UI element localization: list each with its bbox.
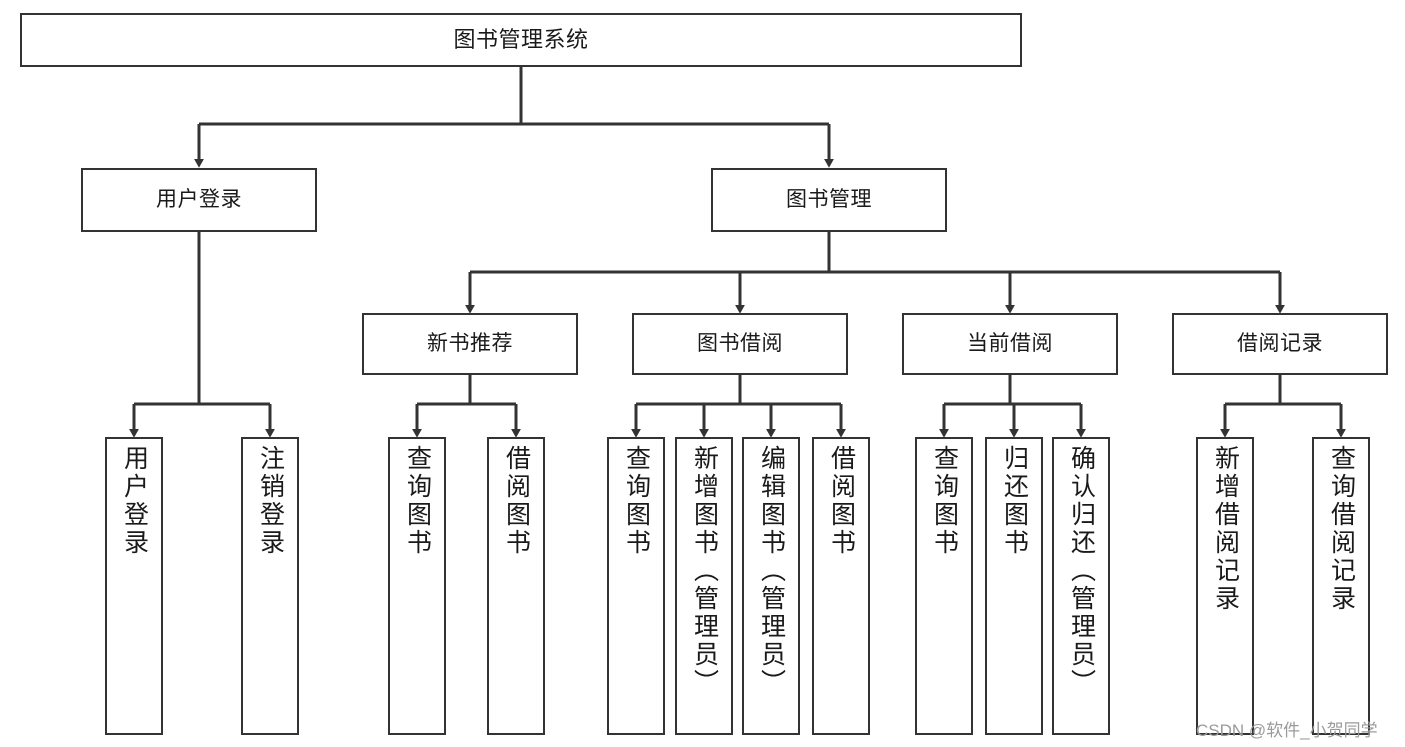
node-label: 确认归还（管理员） [1067,445,1096,697]
node-label: 查询图书 [403,445,432,557]
leaf-query-book-recommend[interactable]: 查询图书 [388,437,446,735]
node-new-book-recommend[interactable]: 新书推荐 [362,313,578,375]
node-label: 借阅图书 [502,445,531,557]
leaf-return-book[interactable]: 归还图书 [985,437,1043,735]
node-label: 图书借阅 [697,331,783,355]
leaf-query-borrow-record[interactable]: 查询借阅记录 [1312,437,1370,735]
node-label: 新增借阅记录 [1211,445,1240,613]
node-label: 归还图书 [1000,445,1029,557]
node-label: 查询图书 [930,445,959,557]
node-label: 借阅记录 [1237,331,1323,355]
leaf-add-borrow-record[interactable]: 新增借阅记录 [1196,437,1254,735]
leaf-borrow-book[interactable]: 借阅图书 [812,437,870,735]
node-book-borrow[interactable]: 图书借阅 [632,313,848,375]
node-label: 图书管理系统 [453,27,589,53]
node-user-login[interactable]: 用户登录 [81,168,317,232]
leaf-edit-book-admin[interactable]: 编辑图书（管理员） [742,437,800,735]
leaf-query-book-current[interactable]: 查询图书 [915,437,973,735]
leaf-add-book-admin[interactable]: 新增图书（管理员） [675,437,733,735]
node-label: 注销登录 [256,445,285,557]
node-root-system[interactable]: 图书管理系统 [20,13,1022,67]
node-current-borrow[interactable]: 当前借阅 [902,313,1118,375]
leaf-logout[interactable]: 注销登录 [241,437,299,735]
node-label: 图书管理 [786,187,872,211]
node-borrow-record[interactable]: 借阅记录 [1172,313,1388,375]
leaf-user-login[interactable]: 用户登录 [105,437,163,735]
node-label: 新书推荐 [427,331,513,355]
leaf-borrow-book-recommend[interactable]: 借阅图书 [487,437,545,735]
leaf-query-book-borrow[interactable]: 查询图书 [607,437,665,735]
node-label: 当前借阅 [967,331,1053,355]
leaf-confirm-return-admin[interactable]: 确认归还（管理员） [1052,437,1110,735]
node-book-manage[interactable]: 图书管理 [711,168,947,232]
node-label: 新增图书（管理员） [690,445,719,697]
node-label: 借阅图书 [827,445,856,557]
node-label: 编辑图书（管理员） [757,445,786,697]
node-label: 查询借阅记录 [1327,445,1356,613]
node-label: 用户登录 [120,445,149,557]
node-label: 用户登录 [156,187,242,211]
node-label: 查询图书 [622,445,651,557]
csdn-watermark: CSDN @软件_小贺同学 [1196,721,1378,740]
